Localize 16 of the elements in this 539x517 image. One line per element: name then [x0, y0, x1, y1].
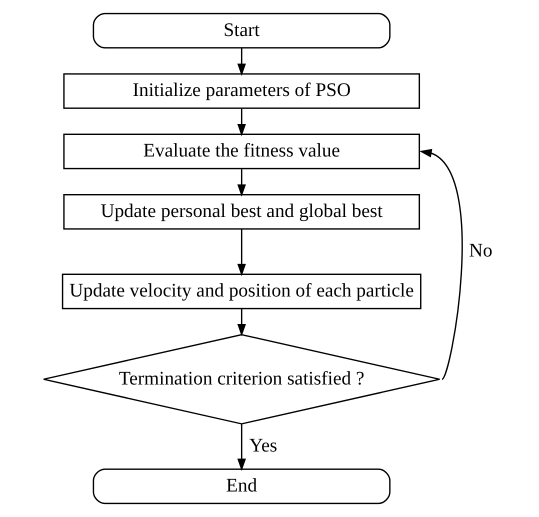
node-box: Evaluate the fitness value: [63, 134, 420, 170]
arrow: [237, 48, 246, 76]
node-box: Update velocity and position of each particle: [62, 274, 422, 310]
arrow: [237, 229, 246, 276]
arrow: [237, 308, 246, 336]
node-box: Initialize parameters of PSO: [63, 73, 420, 109]
node-diamond: Termination criterion satisfied ?: [42, 334, 440, 425]
edge-label: No: [469, 240, 492, 262]
node-box: Start: [92, 12, 391, 49]
node-box: Update personal best and global best: [63, 194, 420, 230]
arrow: [419, 148, 463, 380]
arrow: [237, 108, 246, 136]
edge-label: Yes: [249, 436, 278, 457]
node-box: End: [92, 468, 391, 504]
arrow: [237, 169, 246, 197]
arrow: [237, 424, 246, 472]
